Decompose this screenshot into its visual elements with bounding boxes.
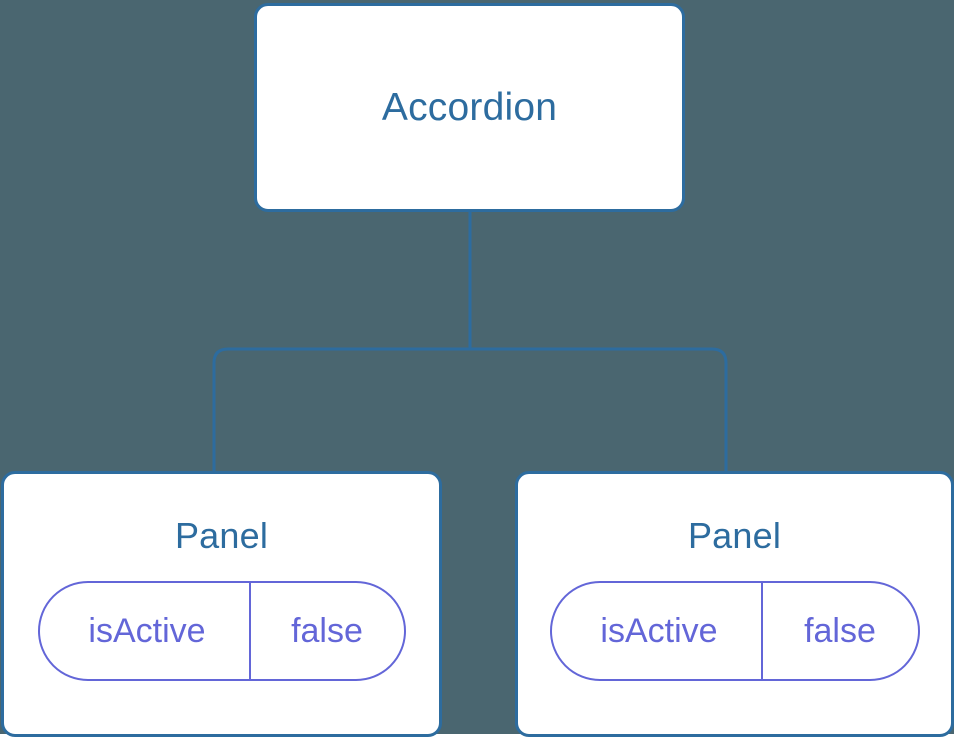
prop-key-isactive-right: isActive bbox=[552, 583, 763, 679]
prop-key-isactive-left: isActive bbox=[40, 583, 251, 679]
prop-value-isactive-left: false bbox=[291, 612, 363, 650]
prop-value-isactive-right: false bbox=[804, 612, 876, 650]
connector-branch-left bbox=[212, 347, 470, 473]
node-panel-right[interactable]: Panel isActive false bbox=[515, 471, 954, 737]
node-panel-left[interactable]: Panel isActive false bbox=[1, 471, 442, 737]
prop-pill-isactive-left[interactable]: isActive false bbox=[37, 581, 406, 681]
node-accordion[interactable]: Accordion bbox=[254, 3, 685, 212]
node-panel-left-title: Panel bbox=[174, 515, 269, 556]
node-accordion-title: Accordion bbox=[381, 86, 558, 129]
prop-pill-isactive-right[interactable]: isActive false bbox=[549, 581, 920, 681]
node-panel-right-title: Panel bbox=[687, 515, 782, 556]
connector-branch-right bbox=[470, 347, 728, 473]
